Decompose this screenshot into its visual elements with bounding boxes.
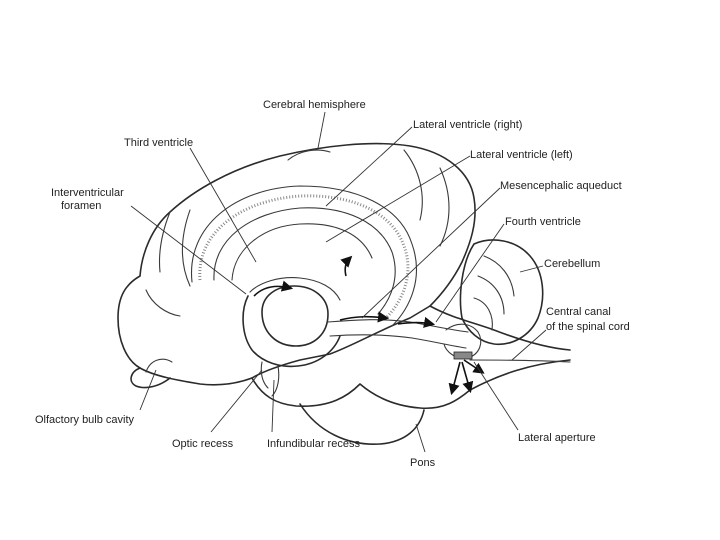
pons-outline (299, 403, 425, 445)
lateral-ventricle-inner (231, 223, 373, 281)
leader-infundibular-recess (271, 379, 275, 433)
leader-cerebral-hemisphere (317, 111, 326, 149)
sulcus-line (439, 167, 450, 247)
brainstem-outline (251, 359, 571, 410)
label-cerebral-hemisphere: Cerebral hemisphere (263, 99, 366, 111)
fourth-ventricle-shape (443, 323, 482, 359)
cerebellum-folia (473, 297, 493, 331)
spinal-cord-line (469, 359, 571, 363)
label-fourth-ventricle: Fourth ventricle (505, 216, 581, 228)
label-central-canal: Central canal (546, 306, 611, 318)
label-pons: Pons (410, 457, 436, 469)
label-interventricular-foramen: Interventricular (51, 187, 124, 199)
leader-central-canal (511, 329, 547, 361)
third-ventricle-outline (242, 295, 341, 368)
sulcus-line (158, 211, 171, 273)
label-lateral-ventricle-left: Lateral ventricle (left) (470, 149, 573, 161)
csf-flow-arrow (397, 316, 436, 328)
brainstem-outline (429, 305, 571, 351)
cerebral-hemisphere-outline (117, 142, 476, 386)
leader-lateral-ventricle-left (325, 155, 471, 243)
sulcus-line (287, 149, 331, 161)
sulcus-line (182, 209, 191, 287)
label-central-canal: of the spinal cord (546, 321, 630, 333)
interthalamic-adhesion (261, 285, 329, 347)
cerebellum-folia (483, 255, 515, 297)
label-optic-recess: Optic recess (172, 438, 234, 450)
brain-illustration (117, 142, 571, 445)
lateral-ventricle-shape (198, 194, 410, 320)
label-lateral-aperture: Lateral aperture (518, 432, 596, 444)
leader-third-ventricle (189, 147, 257, 263)
csf-flow-arrow (253, 280, 294, 297)
leader-interventricular-foramen (130, 205, 247, 295)
leader-pons (415, 423, 426, 453)
olfactory-bulb-cavity-shape (145, 358, 173, 373)
leader-fourth-ventricle (435, 223, 505, 323)
infundibular-recess-shape (271, 365, 280, 397)
label-olfactory-bulb-cavity: Olfactory bulb cavity (35, 414, 135, 426)
lateral-ventricle-shape (213, 207, 396, 315)
sulcus-line (145, 289, 181, 317)
lateral-ventricle-shape (191, 185, 417, 327)
labels: Cerebral hemisphere Lateral ventricle (r… (35, 99, 630, 469)
leader-lateral-ventricle-right (325, 126, 413, 207)
third-ventricle-roof (249, 277, 341, 301)
lateral-aperture-mark (453, 351, 473, 360)
sulcus-line (403, 149, 423, 221)
olfactory-bulb-outline (130, 367, 171, 389)
label-third-ventricle: Third ventricle (124, 137, 193, 149)
cerebellum-outline (459, 239, 544, 345)
csf-flow-arrow (448, 361, 461, 396)
label-infundibular-recess: Infundibular recess (267, 438, 360, 450)
leader-cerebellum (519, 265, 544, 273)
csf-flow-arrow (461, 361, 474, 394)
leader-optic-recess (210, 369, 263, 433)
label-lateral-ventricle-right: Lateral ventricle (right) (413, 119, 522, 131)
label-interventricular-foramen: foramen (61, 200, 101, 212)
leader-lines (130, 111, 547, 453)
aqueduct-channel (327, 319, 469, 333)
optic-recess-shape (260, 361, 269, 389)
aqueduct-channel (329, 334, 467, 349)
leader-olfactory-bulb-cavity (139, 369, 157, 411)
leader-mesencephalic-aqueduct (361, 187, 501, 319)
leader-lateral-aperture (473, 361, 519, 431)
csf-flow-arrow (340, 255, 353, 277)
cerebellum-folia (477, 275, 505, 315)
label-mesencephalic-aqueduct: Mesencephalic aqueduct (500, 180, 622, 192)
label-cerebellum: Cerebellum (544, 258, 600, 270)
